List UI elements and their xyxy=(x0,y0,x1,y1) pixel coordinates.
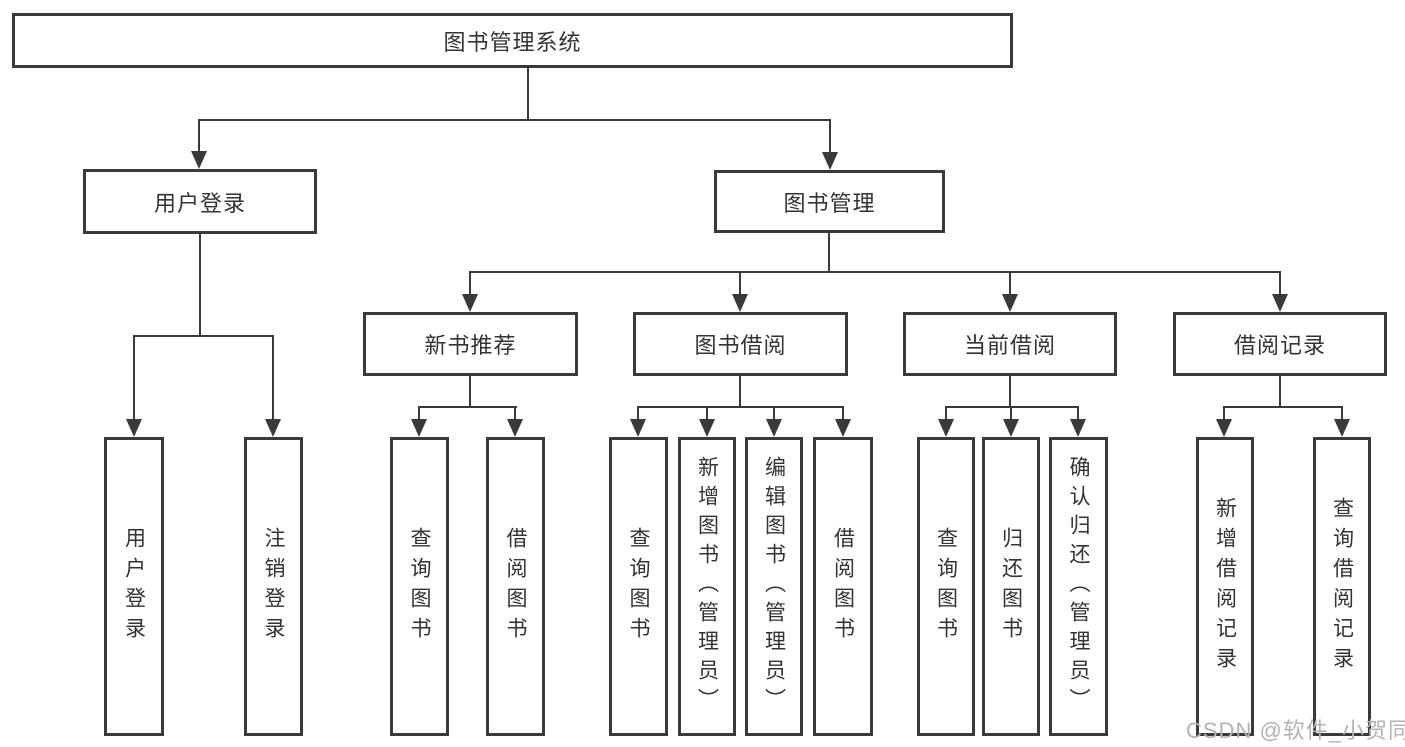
leaf-borrow-book-label: 借阅图书 xyxy=(831,526,855,647)
connector-record-stem xyxy=(1279,376,1281,407)
connector-borrow-stem xyxy=(739,376,741,407)
connector-drop-c4 xyxy=(842,406,844,419)
connector-new-rec-branch xyxy=(418,406,517,408)
connector-drop-c2 xyxy=(706,406,708,419)
leaf-query-borrow-record: 查询借阅记录 xyxy=(1313,437,1371,736)
connector-root-stem xyxy=(527,68,529,121)
leaf-query-borrow-record-label: 查询借阅记录 xyxy=(1330,496,1354,677)
leaf-borrow-book-rec-label: 借阅图书 xyxy=(504,526,527,647)
node-book-management: 图书管理 xyxy=(714,170,945,233)
arrowhead-user-login xyxy=(191,151,207,169)
arrowhead-c2 xyxy=(699,419,715,437)
connector-record-branch xyxy=(1223,406,1343,408)
leaf-return-book-label: 归还图书 xyxy=(999,526,1023,647)
arrowhead-current xyxy=(1002,294,1018,312)
connector-new-rec-stem xyxy=(469,376,471,407)
connector-current-stem xyxy=(1009,376,1011,407)
leaf-add-book-admin-label: 新增图书（管理员） xyxy=(695,456,719,717)
leaf-add-borrow-record-label: 新增借阅记录 xyxy=(1213,496,1237,677)
connector-borrow-branch xyxy=(637,406,843,408)
connector-drop-record xyxy=(1279,271,1281,296)
connector-drop-c3 xyxy=(773,406,775,419)
arrowhead-d3 xyxy=(1070,419,1086,437)
leaf-edit-book-admin-label: 编辑图书（管理员） xyxy=(762,456,786,717)
leaf-add-book-admin: 新增图书（管理员） xyxy=(678,437,736,736)
leaf-query-book-borrow-label: 查询图书 xyxy=(627,526,650,647)
leaf-edit-book-admin: 编辑图书（管理员） xyxy=(745,437,803,736)
leaf-confirm-return-admin: 确认归还（管理员） xyxy=(1049,437,1108,736)
leaf-query-book-current-label: 查询图书 xyxy=(934,526,958,647)
leaf-user-login-label: 用户登录 xyxy=(122,526,146,647)
arrowhead-borrow xyxy=(732,294,748,312)
leaf-query-book-borrow: 查询图书 xyxy=(609,437,668,736)
leaf-logout: 注销登录 xyxy=(244,437,303,736)
leaf-query-book-rec-label: 查询图书 xyxy=(408,526,431,647)
node-book-borrow: 图书借阅 xyxy=(633,312,848,376)
arrowhead-e2 xyxy=(1334,419,1350,437)
arrowhead-record xyxy=(1272,294,1288,312)
connector-book-mgmt-branch xyxy=(469,271,1280,273)
arrowhead-login-leaf xyxy=(126,419,142,437)
arrowhead-c4 xyxy=(835,419,851,437)
node-borrow-record: 借阅记录 xyxy=(1173,312,1387,376)
connector-user-login-stem xyxy=(199,234,201,336)
arrowhead-new-rec xyxy=(462,294,478,312)
arrowhead-c1 xyxy=(630,419,646,437)
connector-current-branch xyxy=(945,406,1079,408)
connector-drop-c1 xyxy=(637,406,639,419)
connector-drop-d1 xyxy=(945,406,947,419)
arrowhead-d1 xyxy=(938,419,954,437)
leaf-add-borrow-record: 新增借阅记录 xyxy=(1196,437,1254,736)
csdn-watermark: CSDN @软件_小贺同学 xyxy=(1186,718,1405,743)
connector-drop-d3 xyxy=(1077,406,1079,419)
connector-drop-borrow xyxy=(739,271,741,296)
leaf-logout-label: 注销登录 xyxy=(262,526,285,647)
arrowhead-book-mgmt xyxy=(822,152,838,170)
connector-drop-user-login xyxy=(198,119,200,153)
leaf-query-book-rec: 查询图书 xyxy=(390,437,449,736)
connector-drop-new-rec xyxy=(469,271,471,296)
node-library-management-system: 图书管理系统 xyxy=(12,13,1013,68)
connector-root-branch xyxy=(198,119,830,121)
connector-drop-b2 xyxy=(514,406,516,419)
connector-drop-book-mgmt xyxy=(829,119,831,153)
arrowhead-logout-leaf xyxy=(265,419,281,437)
leaf-user-login: 用户登录 xyxy=(104,437,164,736)
node-user-login: 用户登录 xyxy=(83,169,317,234)
leaf-borrow-book: 借阅图书 xyxy=(813,437,873,736)
connector-book-mgmt-stem xyxy=(828,233,830,272)
leaf-borrow-book-rec: 借阅图书 xyxy=(486,437,545,736)
connector-drop-login-leaf xyxy=(133,335,135,421)
leaf-confirm-return-admin-label: 确认归还（管理员） xyxy=(1067,456,1090,717)
arrowhead-d2 xyxy=(1003,419,1019,437)
connector-drop-current xyxy=(1009,271,1011,296)
node-new-book-recommend: 新书推荐 xyxy=(363,312,578,376)
connector-drop-e1 xyxy=(1223,406,1225,419)
arrowhead-c3 xyxy=(766,419,782,437)
arrowhead-b2 xyxy=(507,419,523,437)
leaf-query-book-current: 查询图书 xyxy=(917,437,975,736)
node-current-borrow: 当前借阅 xyxy=(903,312,1117,376)
connector-drop-d2 xyxy=(1010,406,1012,419)
connector-drop-b1 xyxy=(418,406,420,419)
arrowhead-e1 xyxy=(1216,419,1232,437)
arrowhead-b1 xyxy=(411,419,427,437)
leaf-return-book: 归还图书 xyxy=(982,437,1040,736)
connector-user-login-branch xyxy=(133,335,273,337)
connector-drop-logout-leaf xyxy=(272,335,274,421)
connector-drop-e2 xyxy=(1341,406,1343,419)
